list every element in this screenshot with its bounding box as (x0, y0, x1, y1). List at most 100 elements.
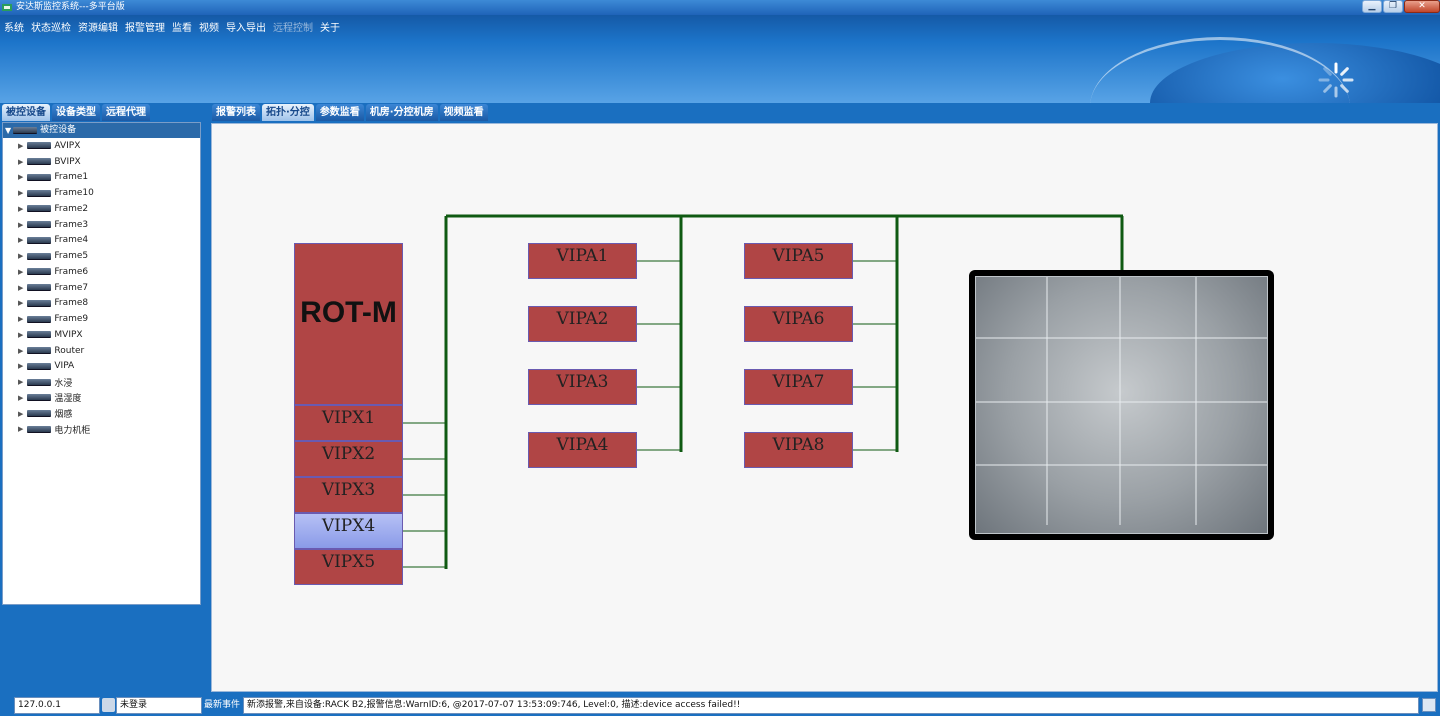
expand-arrow-icon[interactable]: ▶ (18, 236, 24, 245)
expand-arrow-icon[interactable]: ▶ (18, 173, 24, 182)
tree-item[interactable]: ▶ Frame2 (3, 201, 200, 217)
expand-arrow-icon[interactable]: ▶ (18, 252, 24, 261)
tree-item[interactable]: ▶Frame10 (3, 185, 200, 201)
expand-arrow-icon[interactable]: ▶ (18, 330, 24, 339)
expand-arrow-icon[interactable]: ▶ (18, 378, 24, 387)
tree-item-label: 电力机柜 (54, 425, 91, 436)
tab-remote-agents[interactable]: 远程代理 (102, 104, 150, 121)
expand-arrow-icon[interactable]: ▶ (18, 393, 24, 402)
video-wall-monitor[interactable] (969, 270, 1274, 540)
tree-item[interactable]: ▶Frame3 (3, 217, 200, 233)
tree-item[interactable]: ▶水浸 (3, 374, 200, 390)
expand-arrow-icon[interactable]: ▶ (18, 204, 24, 213)
banner-decoration (1150, 43, 1440, 103)
user-icon (102, 698, 115, 712)
tree-item-label: Frame9 (54, 314, 89, 325)
vipa7-node[interactable]: VIPA7 (744, 369, 853, 405)
tree-item[interactable]: ▶Frame1 (3, 170, 200, 186)
tree-item[interactable]: ▶温湿度 (3, 390, 200, 406)
video-wall-grid (976, 277, 1267, 525)
device-icon (27, 299, 52, 307)
expand-arrow-icon[interactable]: ▶ (18, 141, 24, 150)
vipa1-node[interactable]: VIPA1 (528, 243, 637, 279)
tree-item-label: Router (54, 345, 85, 356)
expand-arrow-icon[interactable]: ▶ (18, 283, 24, 292)
vipa5-node[interactable]: VIPA5 (744, 243, 853, 279)
vipa3-node[interactable]: VIPA3 (528, 369, 637, 405)
tree-item-label: BVIPX (54, 156, 81, 167)
vipx3-node[interactable]: VIPX3 (294, 477, 403, 513)
vipx5-node[interactable]: VIPX5 (294, 549, 403, 585)
tree-item-label: 烟感 (54, 410, 73, 421)
menu-video[interactable]: 视频 (199, 23, 219, 34)
vipa6-node[interactable]: VIPA6 (744, 306, 853, 342)
tab-device-types[interactable]: 设备类型 (52, 104, 100, 121)
expand-arrow-icon[interactable]: ▶ (18, 267, 24, 276)
device-icon (27, 142, 52, 150)
tree-item[interactable]: ▶VIPA (3, 359, 200, 375)
tree-root[interactable]: ▼ 被控设备 (3, 123, 200, 138)
device-icon (27, 221, 52, 229)
collapse-caret-icon[interactable]: ▼ (5, 126, 12, 135)
device-icon (27, 189, 52, 197)
tab-alarm-list[interactable]: 报警列表 (212, 104, 260, 121)
tree-item[interactable]: ▶ Frame4 (3, 233, 200, 249)
menu-status-patrol[interactable]: 状态巡检 (31, 23, 71, 34)
device-icon (27, 173, 52, 181)
banner-arc (1090, 37, 1350, 103)
device-icon (27, 378, 52, 386)
device-icon (27, 158, 52, 166)
expand-arrow-icon[interactable]: ▶ (18, 425, 24, 434)
tree-item-label: Frame4 (54, 235, 89, 246)
tab-machine-room[interactable]: 机房·分控机房 (365, 104, 438, 121)
rot-m-title: ROT-M (300, 296, 397, 329)
vipx2-node[interactable]: VIPX2 (294, 441, 403, 477)
menu-resource-edit[interactable]: 资源编辑 (78, 23, 118, 34)
tab-controlled-devices[interactable]: 被控设备 (2, 104, 50, 121)
maximize-button[interactable]: ❐ (1383, 0, 1403, 13)
menu-system[interactable]: 系统 (4, 23, 24, 34)
resize-grip-icon[interactable] (1422, 698, 1436, 712)
tab-parameter-monitor[interactable]: 参数监看 (315, 104, 364, 121)
device-icon (27, 394, 52, 402)
minimize-button[interactable]: ▁ (1362, 0, 1382, 13)
tree-item[interactable]: ▶ BVIPX (3, 154, 200, 170)
menu-about[interactable]: 关于 (320, 23, 340, 34)
tree-item[interactable]: ▶ Frame9 (3, 311, 200, 327)
expand-arrow-icon[interactable]: ▶ (18, 220, 24, 229)
expand-arrow-icon[interactable]: ▶ (18, 157, 24, 166)
expand-arrow-icon[interactable]: ▶ (18, 346, 24, 355)
vipx4-node[interactable]: VIPX4 (294, 513, 403, 549)
tree-item[interactable]: ▶Frame7 (3, 280, 200, 296)
tree-item-label: Frame2 (54, 203, 89, 214)
tree-item[interactable]: ▶Frame6 (3, 264, 200, 280)
expand-arrow-icon[interactable]: ▶ (18, 299, 24, 308)
close-button[interactable]: ✕ (1404, 0, 1440, 13)
tree-item[interactable]: ▶MVIPX (3, 327, 200, 343)
expand-arrow-icon[interactable]: ▶ (18, 315, 24, 324)
tree-item[interactable]: ▶ 烟感 (3, 406, 200, 422)
tree-item-label: AVIPX (54, 140, 81, 151)
tab-video-monitor[interactable]: 视频监看 (439, 104, 488, 121)
app-logo-icon (2, 4, 12, 11)
expand-arrow-icon[interactable]: ▶ (18, 362, 24, 371)
menu-import-export[interactable]: 导入导出 (226, 23, 266, 34)
tree-item[interactable]: ▶ AVIPX (3, 138, 200, 154)
tree-item[interactable]: ▶ 电力机柜 (3, 422, 200, 438)
tree-root-label: 被控设备 (40, 125, 77, 135)
tree-item[interactable]: ▶Frame8 (3, 296, 200, 312)
tree-item[interactable]: ▶Frame5 (3, 248, 200, 264)
expand-arrow-icon[interactable]: ▶ (18, 409, 24, 418)
vipa8-node[interactable]: VIPA8 (744, 432, 853, 468)
title-bar: 安达斯监控系统---多平台版 ▁ ❐ ✕ (0, 0, 1440, 15)
expand-arrow-icon[interactable]: ▶ (18, 189, 24, 198)
vipa4-node[interactable]: VIPA4 (528, 432, 637, 468)
tab-topology[interactable]: 拓扑·分控 (262, 104, 314, 121)
vipa2-node[interactable]: VIPA2 (528, 306, 637, 342)
vipx1-node[interactable]: VIPX1 (294, 405, 403, 441)
menu-alarm-manage[interactable]: 报警管理 (125, 23, 165, 34)
device-icon (27, 205, 52, 213)
rot-m-device[interactable]: ROT-M (294, 243, 403, 405)
menu-monitor[interactable]: 监看 (172, 23, 192, 34)
tree-item[interactable]: ▶ Router (3, 343, 200, 359)
